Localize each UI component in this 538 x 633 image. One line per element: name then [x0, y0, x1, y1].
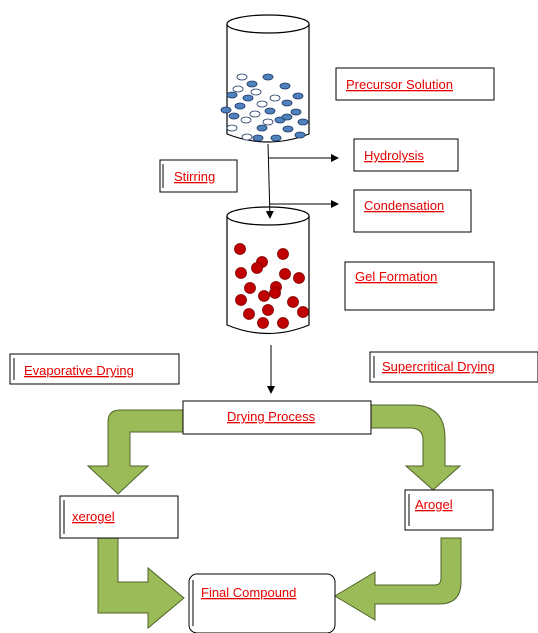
gel-particle — [258, 290, 270, 302]
precursor-particle — [297, 118, 309, 126]
gel-particle — [293, 272, 305, 284]
gel-particle — [277, 248, 289, 260]
gel-particle — [243, 308, 255, 320]
condensation-label: Condensation — [364, 198, 444, 213]
stirring-label: Stirring — [174, 169, 215, 184]
precursor-particle — [246, 80, 258, 88]
gel-beaker — [226, 206, 310, 335]
precursor-particle — [281, 99, 293, 107]
drying-process-label: Drying Process — [227, 409, 316, 424]
stirring-arrow — [265, 143, 274, 219]
precursor-particle — [282, 125, 294, 133]
precursor-particle — [262, 73, 274, 81]
precursor-particle — [236, 73, 248, 81]
evaporative-drying-label: Evaporative Drying — [24, 363, 134, 378]
gel-formation-box: Gel Formation — [344, 261, 495, 311]
gel-particle — [269, 287, 281, 299]
gel-formation-label: Gel Formation — [355, 269, 437, 284]
gel-particle — [257, 317, 269, 329]
arogel-box: Arogel — [404, 489, 494, 531]
precursor-particle — [279, 82, 291, 90]
precursor-particle — [249, 110, 261, 118]
condensation-box: Condensation — [353, 189, 472, 233]
final-compound-label: Final Compound — [201, 585, 296, 600]
precursor-particle — [269, 94, 281, 102]
precursor-solution-box: Precursor Solution — [335, 67, 495, 101]
xerogel-label: xerogel — [72, 509, 115, 524]
gel-particle — [251, 262, 263, 274]
right-green-arrow — [370, 404, 462, 491]
evaporative-drying-box: Evaporative Drying — [9, 353, 180, 385]
hydrolysis-label: Hydrolysis — [364, 148, 424, 163]
supercritical-drying-box: Supercritical Drying — [369, 351, 538, 383]
supercritical-drying-label: Supercritical Drying — [382, 359, 495, 374]
gel-particle — [297, 306, 309, 318]
gel-particle — [235, 267, 247, 279]
gel-particle — [262, 304, 274, 316]
gel-particle — [235, 294, 247, 306]
precursor-particle — [240, 116, 252, 124]
precursor-particle — [226, 124, 238, 132]
precursor-solution-label: Precursor Solution — [346, 77, 453, 92]
xerogel-to-final-arrow — [97, 537, 185, 630]
precursor-particle — [241, 133, 253, 141]
gel-particle — [287, 296, 299, 308]
gel-particle — [244, 282, 256, 294]
gel-particle — [279, 268, 291, 280]
precursor-particle — [242, 94, 254, 102]
precursor-particle — [292, 92, 304, 100]
gel-particle — [234, 243, 246, 255]
drying-process-box: Drying Process — [182, 400, 372, 435]
precursor-particle — [270, 134, 282, 142]
gel-particles — [234, 243, 309, 329]
precursor-particle — [262, 118, 274, 126]
hydrolysis-box: Hydrolysis — [353, 138, 459, 172]
stirring-box: Stirring — [159, 159, 238, 193]
precursor-particle — [264, 107, 276, 115]
precursor-particle — [281, 113, 293, 121]
precursor-beaker — [220, 14, 310, 143]
precursor-particle — [252, 134, 264, 142]
precursor-particle — [226, 91, 238, 99]
precursor-particle — [228, 112, 240, 120]
arogel-label: Arogel — [415, 497, 453, 512]
xerogel-box: xerogel — [59, 495, 179, 539]
precursor-particle — [256, 124, 268, 132]
precursor-particle — [220, 106, 232, 114]
precursor-particle — [256, 100, 268, 108]
precursor-particles — [220, 73, 309, 142]
precursor-particle — [294, 131, 306, 139]
final-compound-box: Final Compound — [188, 573, 336, 633]
precursor-particle — [234, 102, 246, 110]
precursor-particle — [250, 88, 262, 96]
arogel-to-final-arrow — [334, 537, 462, 621]
precursor-particle — [232, 85, 244, 93]
left-green-arrow — [86, 409, 184, 495]
gel-particle — [277, 317, 289, 329]
precursor-particle — [290, 108, 302, 116]
